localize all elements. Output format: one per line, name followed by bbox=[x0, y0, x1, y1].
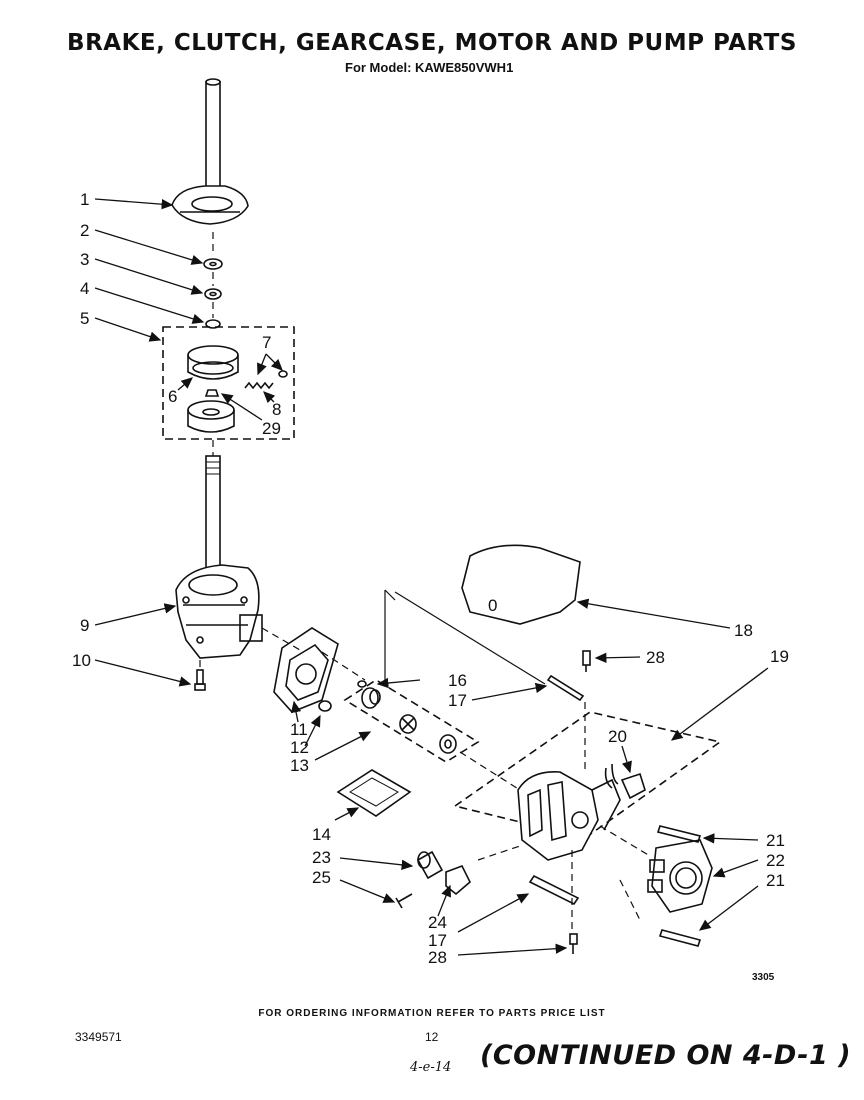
callout-17: 17 bbox=[448, 691, 467, 710]
gasket-part bbox=[336, 769, 412, 817]
callout-2: 2 bbox=[80, 221, 89, 240]
rod-part bbox=[528, 874, 580, 906]
pin-part bbox=[656, 825, 702, 843]
callout-9: 9 bbox=[80, 616, 89, 635]
page-title: BRAKE, CLUTCH, GEARCASE, MOTOR AND PUMP … bbox=[67, 30, 797, 56]
screw-part bbox=[395, 893, 413, 909]
washer-stack bbox=[203, 258, 223, 329]
callout-7: 7 bbox=[262, 333, 271, 352]
callout-25: 25 bbox=[312, 868, 331, 887]
motor-part bbox=[517, 771, 621, 861]
rod-part bbox=[546, 674, 585, 702]
callout-28: 28 bbox=[646, 648, 665, 667]
bracket-part bbox=[445, 864, 471, 896]
document-number: 3349571 bbox=[75, 1030, 122, 1044]
callout-19: 19 bbox=[770, 647, 789, 666]
callout-10: 10 bbox=[72, 651, 91, 670]
mounting-plate-part bbox=[273, 627, 339, 713]
callout-22: 22 bbox=[766, 851, 785, 870]
drive-shaft bbox=[205, 78, 221, 203]
callout-8: 8 bbox=[272, 400, 281, 419]
callout-21: 21 bbox=[766, 831, 785, 850]
callout-1: 1 bbox=[80, 190, 89, 209]
motor-cover-part bbox=[461, 544, 581, 625]
diagram-code: 3305 bbox=[752, 972, 775, 983]
callout-28: 28 bbox=[428, 948, 447, 967]
clutch-group-box bbox=[162, 326, 295, 440]
capacitor-part bbox=[604, 763, 646, 800]
callout-20: 20 bbox=[608, 727, 627, 746]
callout-17: 17 bbox=[428, 931, 447, 950]
callout-11: 11 bbox=[290, 720, 308, 739]
continued-note: (CONTINUED ON 4-D-1 ) bbox=[480, 1040, 852, 1071]
callout-18: 18 bbox=[734, 621, 753, 640]
callout-21: 21 bbox=[766, 871, 785, 890]
coupling-group-box bbox=[343, 679, 480, 763]
callout-3: 3 bbox=[80, 250, 89, 269]
clutch-band-part bbox=[187, 345, 239, 380]
callout-29: 29 bbox=[262, 419, 281, 438]
callout-5: 5 bbox=[80, 309, 89, 328]
brake-housing-part bbox=[171, 185, 249, 225]
callout-23: 23 bbox=[312, 848, 331, 867]
pump-part bbox=[647, 839, 713, 913]
ordering-note: FOR ORDERING INFORMATION REFER TO PARTS … bbox=[258, 1008, 606, 1019]
callout-6: 6 bbox=[168, 387, 177, 406]
callout-14: 14 bbox=[312, 825, 331, 844]
callout-24: 24 bbox=[428, 913, 447, 932]
clamp-part bbox=[416, 850, 444, 880]
gearcase-part bbox=[175, 564, 263, 659]
clutch-spring-part bbox=[244, 370, 288, 390]
handwritten-note: 4-e-14 bbox=[410, 1060, 452, 1075]
clutch-pulley-part bbox=[187, 389, 235, 433]
cover-part-mark: 0 bbox=[488, 596, 497, 615]
callout-4: 4 bbox=[80, 279, 89, 298]
callout-12: 12 bbox=[290, 738, 309, 757]
page-number: 12 bbox=[425, 1030, 439, 1044]
callout-16: 16 bbox=[448, 671, 467, 690]
screw-part bbox=[569, 933, 578, 954]
model-subtitle: For Model: KAWE850VWH1 bbox=[345, 60, 514, 75]
pump-coupling-parts bbox=[318, 680, 457, 754]
bolt-part bbox=[194, 669, 206, 691]
pin-part bbox=[658, 929, 702, 947]
callout-13: 13 bbox=[290, 756, 309, 775]
screw-part bbox=[582, 650, 591, 672]
